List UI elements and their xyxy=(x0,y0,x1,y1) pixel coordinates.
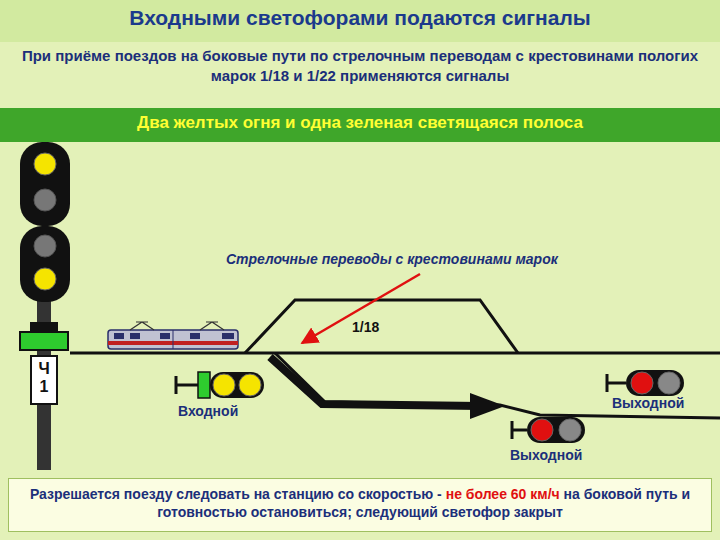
caption-box: Разрешается поезду следовать на станцию … xyxy=(8,478,712,532)
upper-track xyxy=(245,300,518,353)
subtitle-band: Два желтых огня и одна зеленая светящаяс… xyxy=(0,108,720,142)
dark-lamp xyxy=(34,235,56,257)
callout-label: Стрелочные переводы с крестовинами марок xyxy=(226,250,606,269)
signal-name: Входной xyxy=(178,402,268,421)
slide-title: Входными светофорами подаются сигналы xyxy=(0,6,720,30)
main-track xyxy=(70,352,720,355)
route-arrowhead xyxy=(470,393,505,419)
route-arrow xyxy=(270,357,480,406)
entry-signal xyxy=(176,372,264,398)
signal-name: Выходной xyxy=(612,394,712,413)
exit-signal xyxy=(607,370,684,396)
node-text: Два желтых огня и одна зеленая светящаяс… xyxy=(6,112,714,134)
node-text: Разрешается поезду следовать на станцию … xyxy=(30,486,442,502)
switch-grade: 1/18 xyxy=(352,318,402,337)
yellow-lamp xyxy=(34,268,56,290)
exit-signal xyxy=(512,417,585,443)
signal-plate: Ч 1 xyxy=(30,355,58,405)
signal-name: Выходной xyxy=(510,446,610,465)
train xyxy=(108,322,238,349)
node-text: Ч 1 xyxy=(36,360,52,395)
leader-arrow xyxy=(302,274,420,343)
signal-head xyxy=(20,142,70,226)
strip-housing xyxy=(30,322,58,332)
signal-head xyxy=(20,226,70,302)
dark-lamp xyxy=(34,189,56,211)
green-strip xyxy=(20,332,68,350)
node-text: не более 60 км/ч xyxy=(442,486,560,502)
yellow-lamp xyxy=(34,153,56,175)
intro-text: При приёме поездов на боковые пути по ст… xyxy=(14,46,706,87)
title-band xyxy=(0,0,720,42)
